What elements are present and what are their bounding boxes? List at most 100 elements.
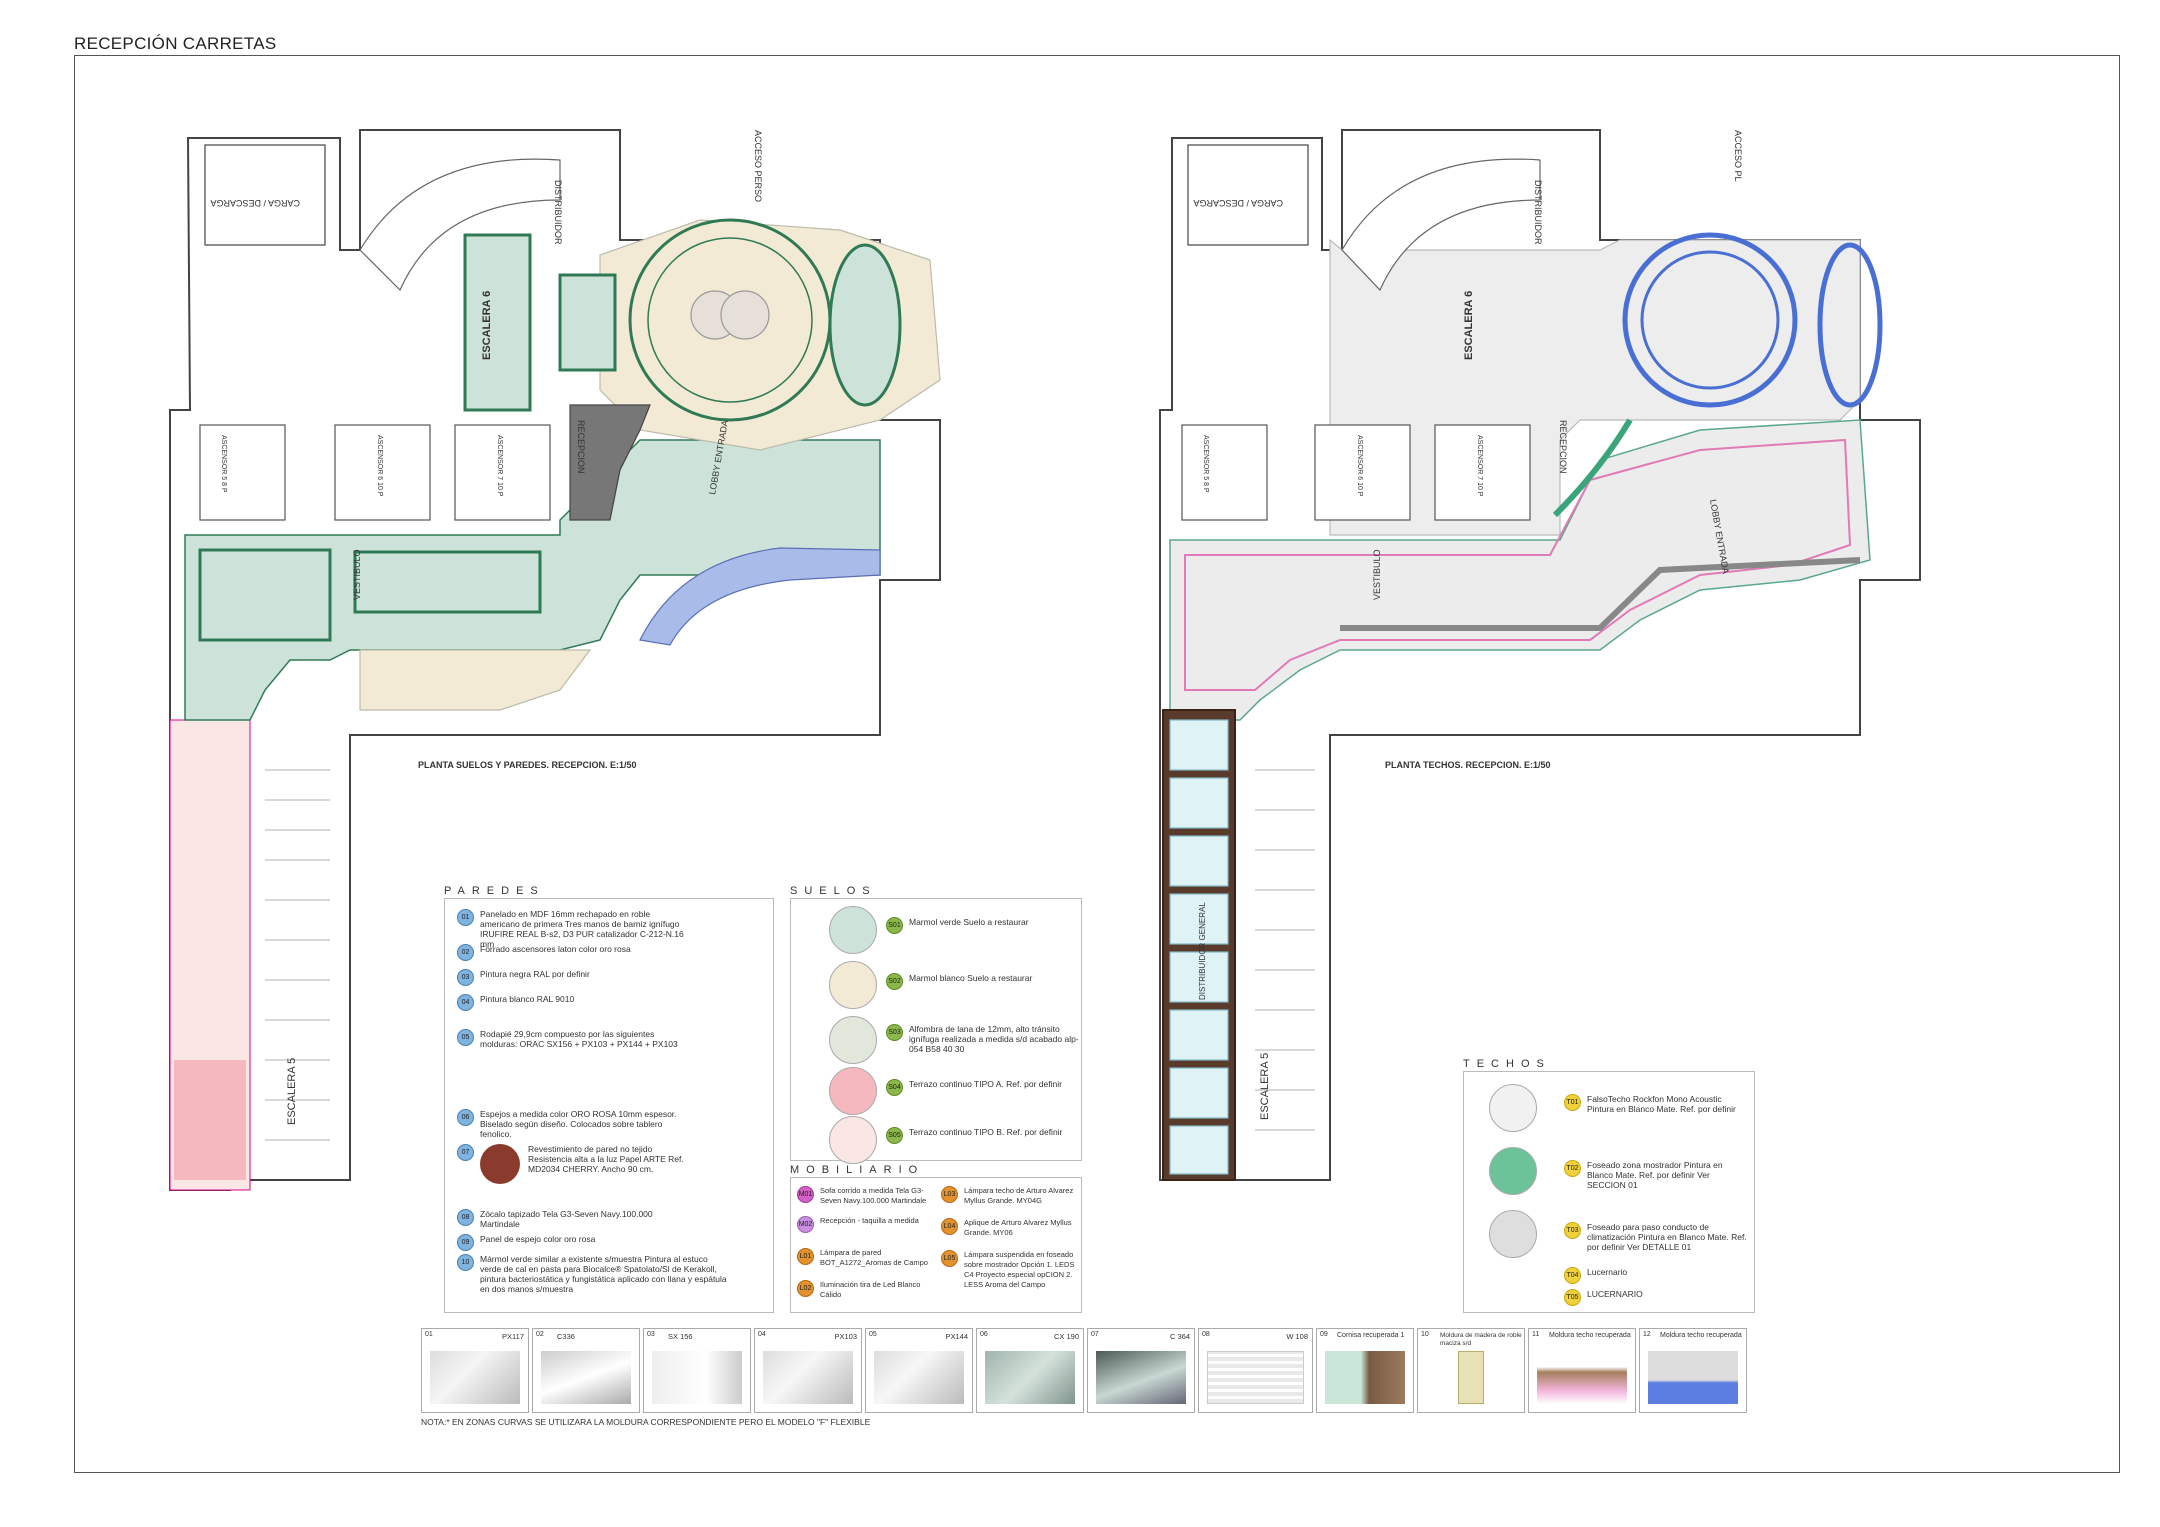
paredes-code-05: 05 [457, 1029, 474, 1046]
mob-code-l04: L04 [941, 1218, 958, 1235]
suelo-text-s05: Terrazo continuo TIPO B. Ref. por defini… [909, 1127, 1063, 1137]
moldura-num: 02 [536, 1331, 544, 1338]
right-plan-caption: PLANTA TECHOS. RECEPCION. E:1/50 [1385, 760, 1551, 770]
moldura-label: Moldura techo recuperada [1549, 1332, 1631, 1339]
paredes-code-03: 03 [457, 969, 474, 986]
mob-code-m01: M01 [797, 1186, 814, 1203]
moldura-num: 12 [1643, 1331, 1651, 1338]
moldura-06: 06 CX 190 [976, 1328, 1084, 1413]
mob-code-l05: L05 [941, 1250, 958, 1267]
techo-swatch-t01 [1489, 1084, 1537, 1132]
techo-text-t03: Foseado para paso conducto de climatizac… [1587, 1222, 1747, 1252]
label-escalera5-r: ESCALERA 5 [1259, 1053, 1271, 1120]
suelo-text-s04: Terrazo continuo TIPO A. Ref. por defini… [909, 1079, 1062, 1089]
paredes-text-09: Panel de espejo color oro rosa [480, 1234, 596, 1244]
mob-text-m02: Recepción - taquilla a medida [820, 1216, 919, 1225]
suelo-code-s04: S04 [886, 1079, 903, 1096]
moldura-label: W 108 [1286, 1332, 1308, 1341]
label-ascensor6-r: ASCENSOR 6 10 P [1356, 435, 1363, 497]
paredes-text-06: Espejos a medida color ORO ROSA 10mm esp… [480, 1109, 677, 1139]
label-recepcion: RECEPCION [576, 420, 586, 474]
techo-swatch-t02 [1489, 1147, 1537, 1195]
wallpaper-swatch [480, 1144, 520, 1184]
paredes-heading: PAREDES [444, 885, 545, 897]
moldura-label: SX 156 [668, 1332, 693, 1341]
moldura-num: 01 [425, 1331, 433, 1338]
footnote: NOTA:* EN ZONAS CURVAS SE UTILIZARA LA M… [421, 1417, 871, 1427]
label-ascensor7: ASCENSOR 7 10 P [496, 435, 503, 497]
moldura-num: 03 [647, 1331, 655, 1338]
moldura-num: 04 [758, 1331, 766, 1338]
label-distribuidor-general: DISTRIBUIDOR GENERAL [1198, 902, 1207, 1000]
suelo-swatch-s02 [829, 961, 877, 1009]
left-room-labels: CARGA / DESCARGA DISTRIBUIDOR ACCESO PER… [210, 130, 763, 1125]
mob-text-l01: Lámpara de pared BOT_A1272_Aromas de Cam… [820, 1248, 928, 1267]
suelo-swatch-s01 [829, 906, 877, 954]
moldura-label: PX144 [945, 1332, 968, 1341]
moldura-03: 03 SX 156 [643, 1328, 751, 1413]
moldura-label: Moldura techo recuperada [1660, 1332, 1742, 1339]
label-ascensor5: ASCENSOR 5 8 P [220, 435, 227, 493]
sheet-title: RECEPCIÓN CARRETAS [74, 34, 277, 53]
moldura-08: 08 W 108 [1198, 1328, 1313, 1413]
paredes-code-07: 07 [457, 1144, 474, 1161]
techos-heading: TECHOS [1463, 1058, 1551, 1070]
techo-code-t04: T04 [1564, 1267, 1581, 1284]
moldura-04: 04 PX103 [754, 1328, 862, 1413]
paredes-text-05: Rodapié 29,9cm compuesto por las siguien… [480, 1029, 678, 1049]
mobiliario-legend: M01 Sofa corrido a medida Tela G3-Seven N… [790, 1177, 1082, 1313]
moldura-label: Cornisa recuperada 1 [1337, 1332, 1405, 1339]
moldura-label: Moldura de madera de roble maciza s/d [1440, 1332, 1522, 1347]
label-vestibulo-r: VESTIBULO [1372, 549, 1382, 600]
mob-code-l02: L02 [797, 1280, 814, 1297]
label-escalera5: ESCALERA 5 [286, 1058, 298, 1125]
moldura-num: 06 [980, 1331, 988, 1338]
paredes-text-07: Revestimiento de pared no tejido Resiste… [528, 1144, 684, 1174]
suelos-heading: SUELOS [790, 885, 877, 897]
label-distribuidor: DISTRIBUIDOR [553, 180, 563, 245]
paredes-code-10: 10 [457, 1254, 474, 1271]
label-ascensor7-r: ASCENSOR 7 10 P [1476, 435, 1483, 497]
moldura-label: PX103 [834, 1332, 857, 1341]
techo-code-t01: T01 [1564, 1094, 1581, 1111]
label-escalera6: ESCALERA 6 [481, 291, 493, 360]
suelo-code-s02: S02 [886, 973, 903, 990]
label-recepcion-r: RECEPCION [1558, 420, 1568, 474]
techo-swatch-t03 [1489, 1210, 1537, 1258]
paredes-text-04: Pintura blanco RAL 9010 [480, 994, 575, 1004]
moldura-label: C 364 [1169, 1332, 1190, 1341]
label-distribuidor-r: DISTRIBUIDOR [1533, 180, 1543, 245]
techo-text-t02: Foseado zona mostrador Pintura en Blanco… [1587, 1160, 1723, 1190]
paredes-code-01: 01 [457, 909, 474, 926]
techo-code-t02: T02 [1564, 1160, 1581, 1177]
suelo-text-s02: Marmol blanco Suelo a restaurar [909, 973, 1033, 983]
suelo-text-s01: Marmol verde Suelo a restaurar [909, 917, 1029, 927]
moldura-02: 02 C336 [532, 1328, 640, 1413]
mob-code-l03: L03 [941, 1186, 958, 1203]
moldura-num: 08 [1202, 1331, 1210, 1338]
label-ascensor6: ASCENSOR 6 10 P [376, 435, 383, 497]
moldura-label: C336 [557, 1332, 575, 1341]
label-escalera6-r: ESCALERA 6 [1463, 291, 1475, 360]
techo-text-t01: FalsoTecho Rockfon Mono Acoustic Pintura… [1587, 1094, 1736, 1114]
label-acceso: ACCESO PERSO [753, 130, 763, 202]
paredes-text-01: Panelado en MDF 16mm rechapado en roble … [480, 909, 684, 949]
mob-text-m01: Sofa corrido a medida Tela G3-Seven Navy… [820, 1186, 927, 1205]
mob-text-l03: Lámpara techo de Arturo Alvarez Myllus G… [964, 1186, 1074, 1205]
label-acceso-r: ACCESO PL [1733, 130, 1743, 182]
left-plan [169, 129, 941, 1191]
paredes-code-08: 08 [457, 1209, 474, 1226]
label-carga-r: CARGA / DESCARGA [1193, 198, 1283, 208]
left-plan-caption: PLANTA SUELOS Y PAREDES. RECEPCION. E:1/… [418, 760, 637, 770]
mob-text-l02: Iluminación tira de Led Blanco Cálido [820, 1280, 921, 1299]
moldura-label: CX 190 [1053, 1332, 1079, 1341]
suelo-code-s05: S05 [886, 1127, 903, 1144]
suelo-code-s03: S03 [886, 1024, 903, 1041]
techo-text-t05: LUCERNARIO [1587, 1289, 1643, 1299]
mob-text-l04: Aplique de Arturo Alvarez Myllus Grande.… [964, 1218, 1072, 1237]
moldura-num: 10 [1421, 1331, 1429, 1338]
mobiliario-heading: MOBILIARIO [790, 1164, 925, 1176]
